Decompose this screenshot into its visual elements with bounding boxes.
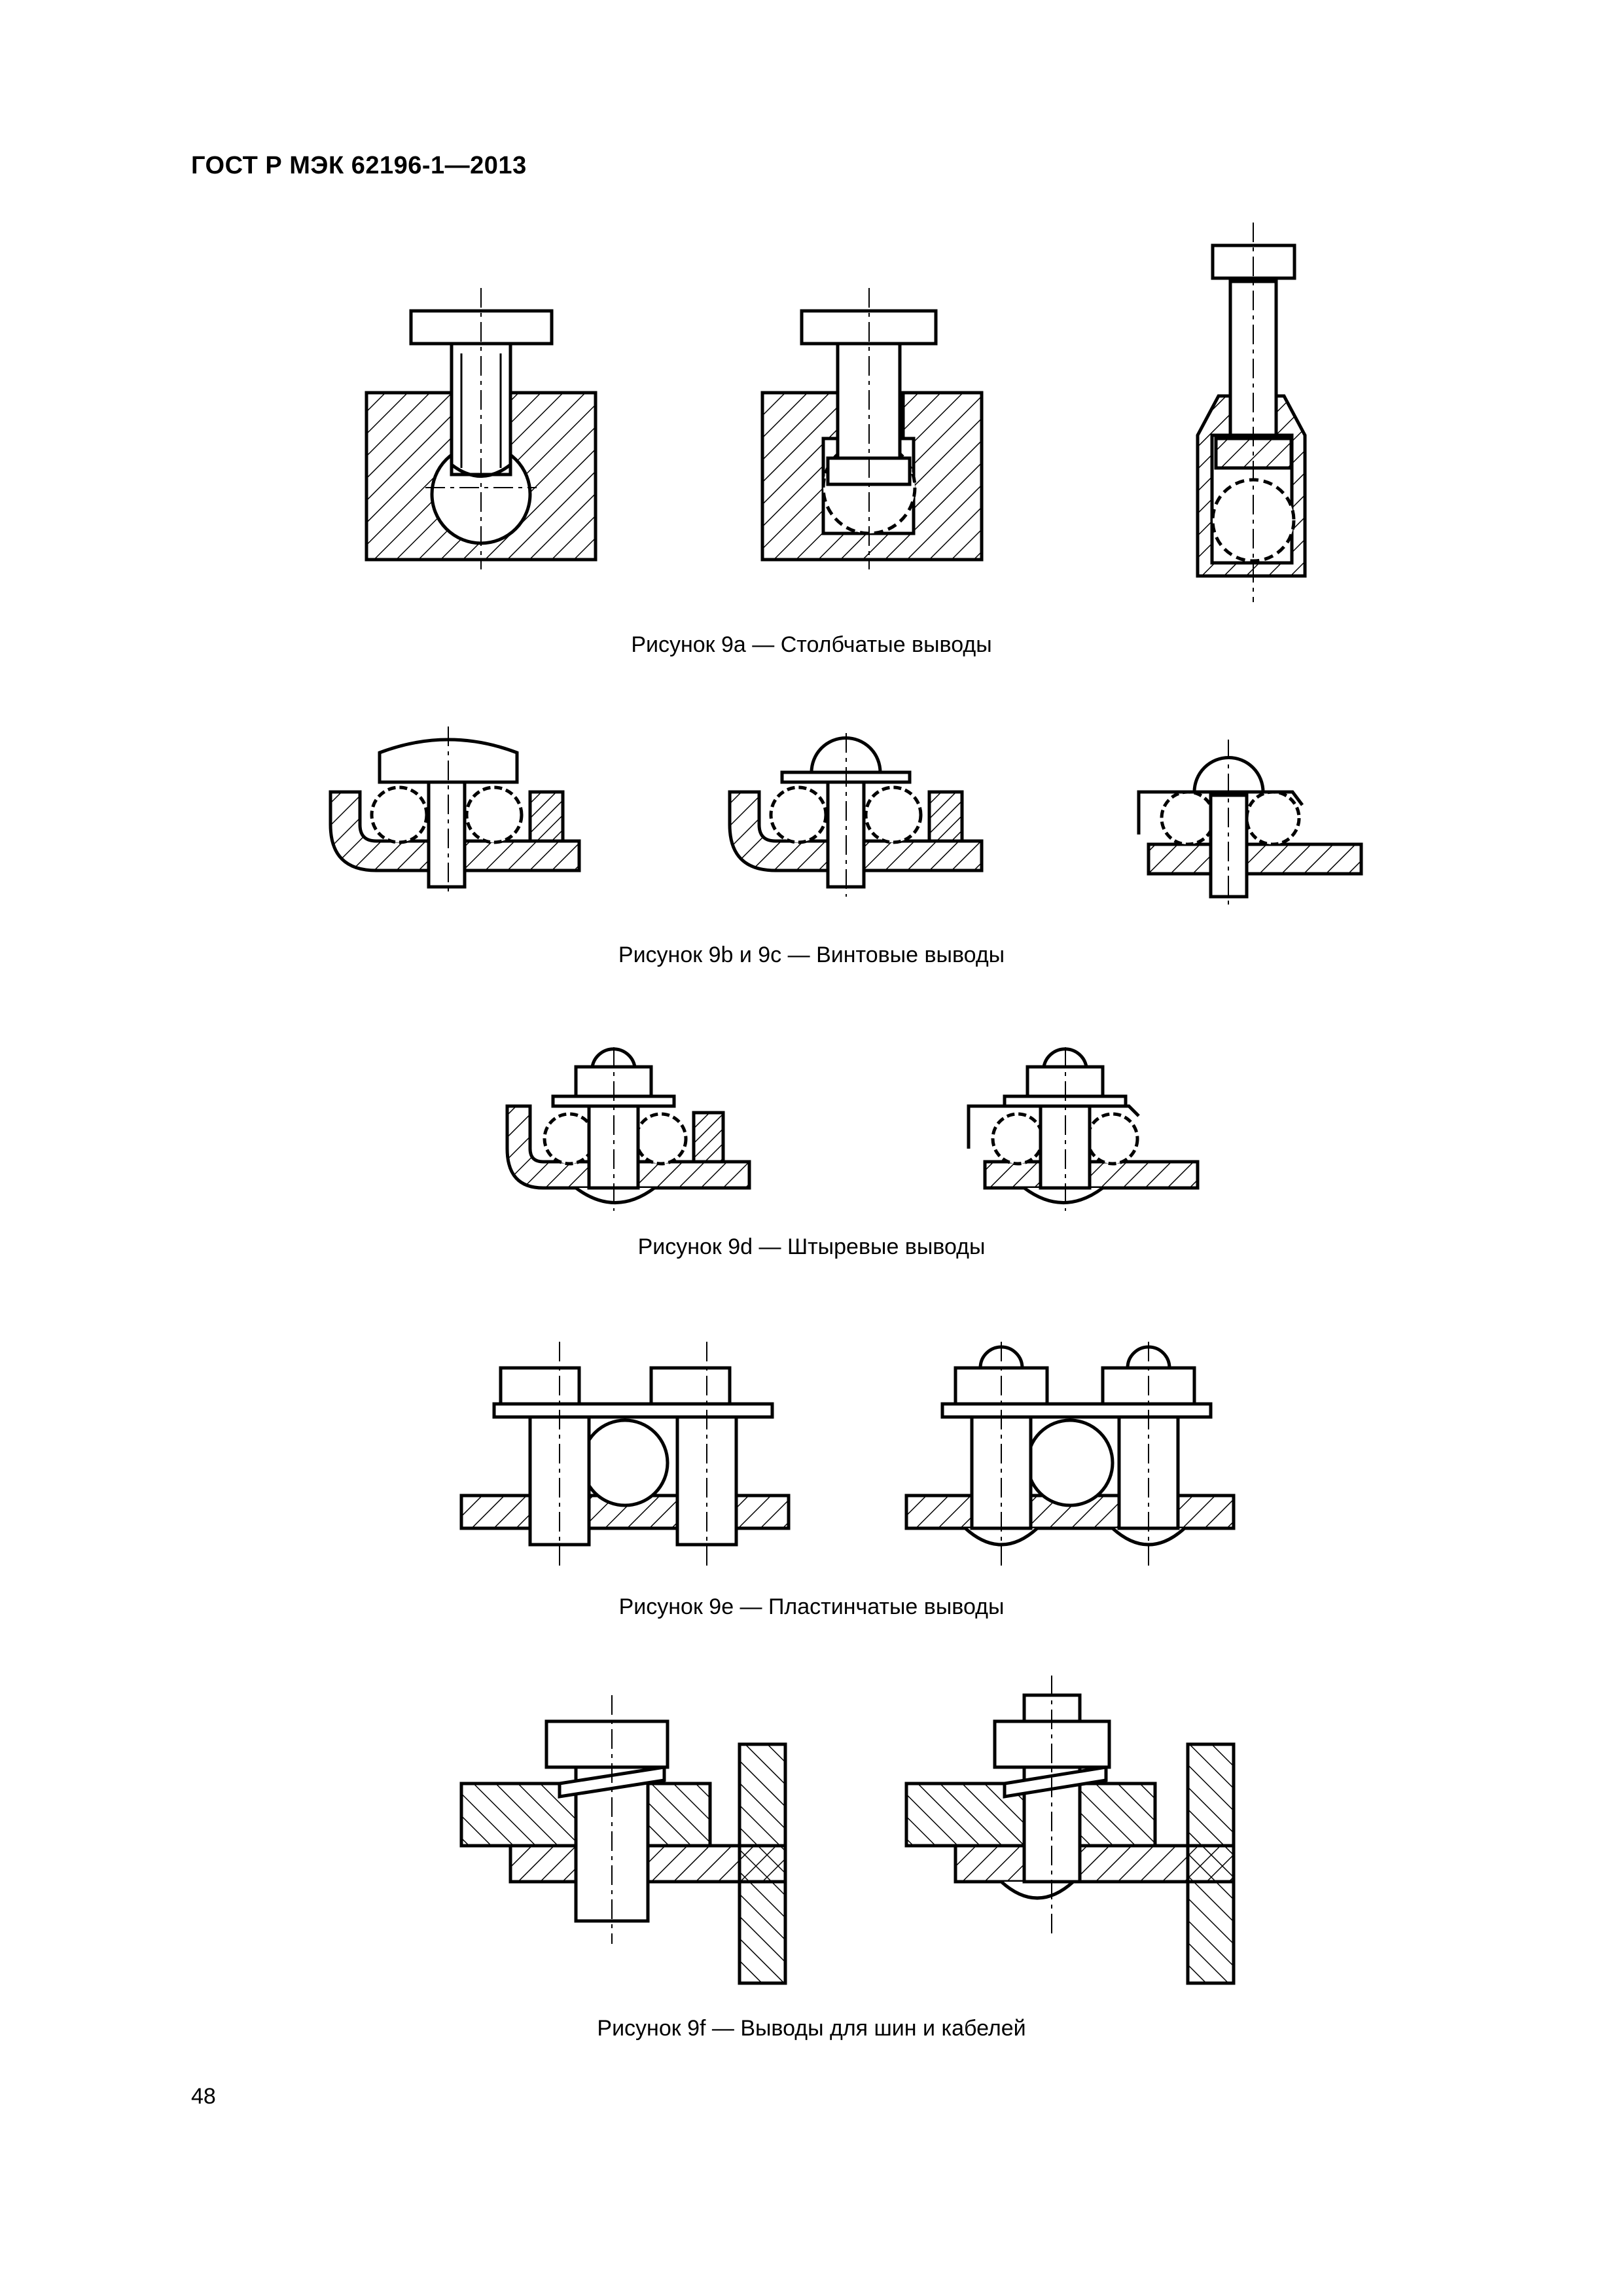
screw-terminal-1 [329,726,581,897]
figure-9bc-screw-terminals [329,726,1363,906]
screw-terminal-3 [1137,740,1363,906]
figure-9d-stud-terminals [505,1047,1200,1211]
figure-caption-9bc: Рисунок 9b и 9c — Винтовые выводы [618,942,1005,967]
pillar-terminal-1 [365,288,597,569]
plate-terminal-1 [459,1342,791,1571]
figure-9e-plate-terminals [459,1342,1236,1571]
figure-caption-9e: Рисунок 9e — Пластинчатые выводы [618,1594,1005,1619]
figure-9f-busbar-cable-terminals [459,1676,1236,1985]
stud-terminal-1 [505,1047,751,1211]
figure-caption-9a: Рисунок 9a — Столбчатые выводы [631,632,992,657]
pillar-terminal-2 [760,288,984,569]
stud-terminal-2 [967,1047,1200,1211]
document-title: ГОСТ Р МЭК 62196-1—2013 [191,152,527,179]
page-number: 48 [191,2084,216,2109]
busbar-terminal-2 [904,1676,1236,1985]
figure-caption-9f: Рисунок 9f — Выводы для шин и кабелей [597,2016,1026,2041]
screw-terminal-2 [728,733,984,897]
figure-9a-pillar-terminals [365,223,1307,602]
plate-terminal-2 [904,1342,1236,1571]
busbar-terminal-1 [459,1695,787,1985]
figure-caption-9d: Рисунок 9d — Штыревые выводы [637,1234,986,1259]
pillar-terminal-3 [1196,223,1307,602]
